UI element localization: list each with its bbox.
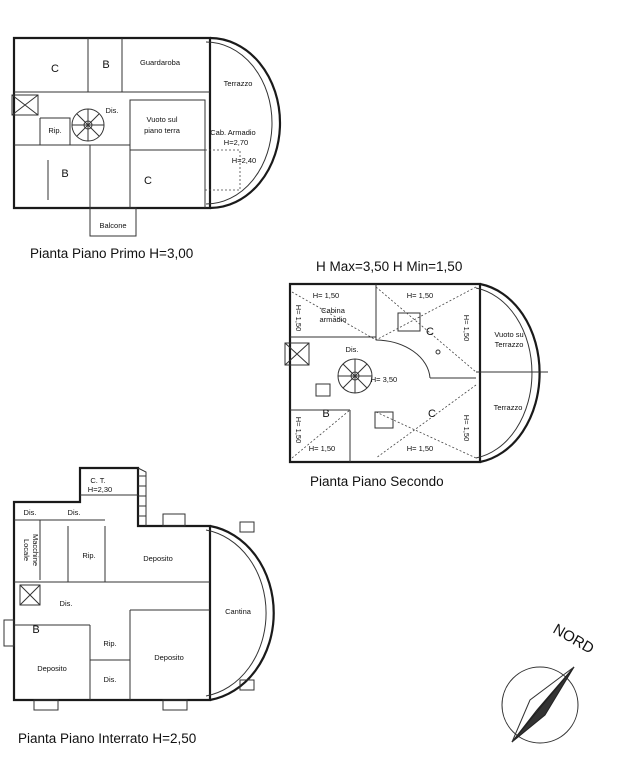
interrato-room-deposito-top: Deposito bbox=[143, 554, 173, 563]
interrato-room-locale-2: Macchine bbox=[31, 534, 40, 566]
interrato-room-rip-top: Rip. bbox=[82, 551, 95, 560]
primo-title: Pianta Piano Primo H=3,00 bbox=[30, 246, 193, 261]
floor-plan-interrato: C. T. H=2,30 Dis. Dis. Locale Macchine R… bbox=[3, 466, 275, 746]
primo-room-guardaroba: Guardaroba bbox=[140, 58, 181, 67]
secondo-dis: Dis. bbox=[346, 345, 359, 354]
interrato-room-dis-b: Dis. bbox=[68, 508, 81, 517]
interrato-room-locale-1: Locale bbox=[22, 539, 31, 561]
interrato-room-dis-a: Dis. bbox=[24, 508, 37, 517]
compass-rose: NORD bbox=[501, 621, 597, 744]
interrato-room-deposito-right: Deposito bbox=[154, 653, 184, 662]
primo-room-h270: H=2,70 bbox=[224, 138, 248, 147]
secondo-h150-d: H= 1,50 bbox=[407, 444, 433, 453]
interrato-room-dis-d: Dis. bbox=[104, 675, 117, 684]
interrato-room-b: B bbox=[32, 624, 39, 636]
primo-room-h240: H=2,40 bbox=[232, 156, 256, 165]
primo-room-c-mid: C bbox=[144, 175, 152, 187]
interrato-room-cantina: Cantina bbox=[225, 607, 252, 616]
secondo-h150-v1: H= 1,50 bbox=[294, 305, 303, 331]
primo-room-b-top: B bbox=[102, 59, 109, 71]
secondo-title: Pianta Piano Secondo bbox=[310, 474, 444, 489]
primo-room-balcone: Balcone bbox=[99, 221, 126, 230]
primo-room-vuoto-2: piano terra bbox=[144, 126, 181, 135]
secondo-cabina-2: armadio bbox=[319, 315, 346, 324]
secondo-h350: H= 3,50 bbox=[371, 375, 397, 384]
secondo-room-c-bottom: C bbox=[428, 408, 436, 420]
interrato-room-dis-c: Dis. bbox=[60, 599, 73, 608]
secondo-heights-note: H Max=3,50 H Min=1,50 bbox=[316, 259, 462, 274]
secondo-room-b: B bbox=[322, 408, 329, 420]
secondo-h150-b: H= 1,50 bbox=[407, 291, 433, 300]
primo-room-b-mid: B bbox=[61, 168, 68, 180]
interrato-room-rip-bottom: Rip. bbox=[103, 639, 116, 648]
secondo-h150-v3: H= 1,50 bbox=[294, 417, 303, 443]
primo-room-rip: Rip. bbox=[48, 126, 61, 135]
compass-nord-label: NORD bbox=[550, 621, 597, 658]
primo-room-cab-armadio: Cab. Armadio bbox=[210, 128, 255, 137]
secondo-h150-a: H= 1,50 bbox=[313, 291, 339, 300]
interrato-room-ct: C. T. bbox=[90, 476, 105, 485]
floor-plan-primo: C B Guardaroba Terrazzo Dis. Vuoto sul p… bbox=[11, 36, 282, 261]
interrato-room-deposito-left: Deposito bbox=[37, 664, 67, 673]
secondo-room-c-top: C bbox=[426, 326, 434, 338]
interrato-room-h230: H=2,30 bbox=[88, 485, 112, 494]
primo-room-c-left: C bbox=[51, 63, 59, 75]
secondo-vuoto-su-2: Terrazzo bbox=[495, 340, 524, 349]
secondo-vuoto-su-1: Vuoto su bbox=[494, 330, 523, 339]
primo-room-terrazzo: Terrazzo bbox=[224, 79, 253, 88]
secondo-h150-c: H= 1,50 bbox=[309, 444, 335, 453]
secondo-h150-v2: H= 1,50 bbox=[462, 315, 471, 341]
floor-plan-secondo: H Max=3,50 H Min=1,50 H= 1,50 H= 1,50 H=… bbox=[284, 259, 548, 489]
secondo-room-terrazzo: Terrazzo bbox=[494, 403, 523, 412]
primo-room-vuoto-1: Vuoto sul bbox=[147, 115, 178, 124]
primo-room-dis: Dis. bbox=[106, 106, 119, 115]
secondo-h150-v4: H= 1,50 bbox=[462, 415, 471, 441]
secondo-cabina-1: Cabina bbox=[321, 306, 346, 315]
interrato-title: Pianta Piano Interrato H=2,50 bbox=[18, 731, 196, 746]
